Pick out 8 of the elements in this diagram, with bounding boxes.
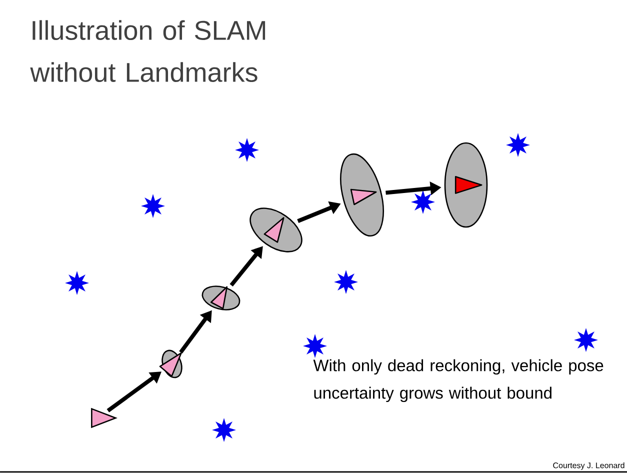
note-text: With only dead reckoning, vehicle pose uncertainty grows without bound (313, 359, 604, 402)
pose-drawing (159, 350, 182, 378)
pose-drawing (444, 142, 488, 228)
title: Illustration of SLAM without Landmarks (30, 20, 266, 82)
pose-drawing (250, 208, 302, 252)
credit-text: Courtesy J. Leonard (553, 462, 624, 470)
pose-drawing (202, 286, 240, 310)
pose-drawing (340, 153, 384, 236)
